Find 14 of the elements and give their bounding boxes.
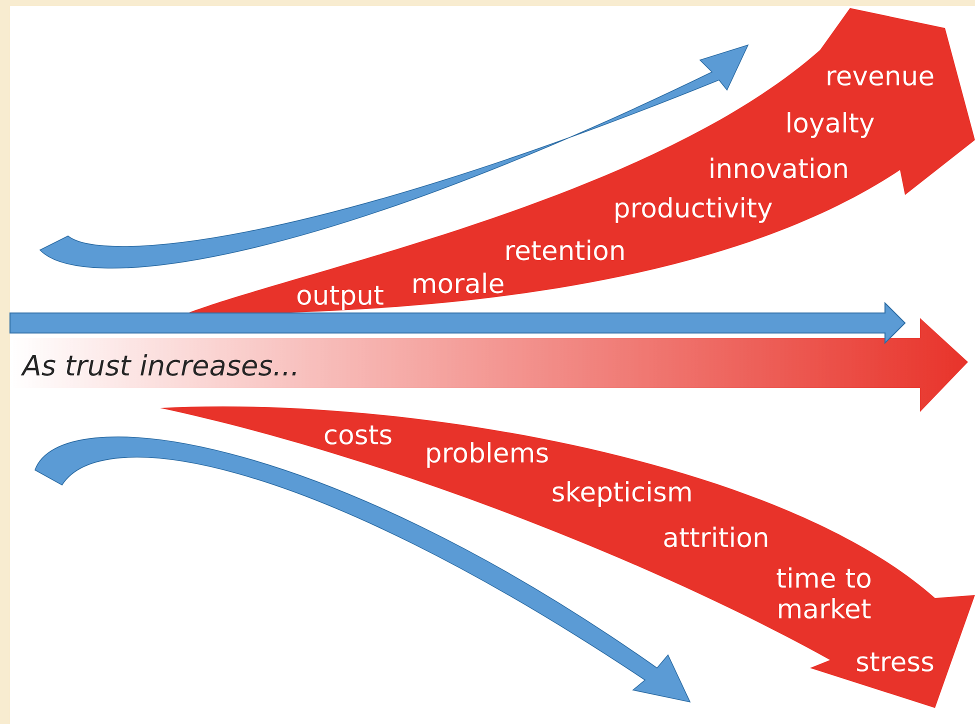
caption-text: As trust increases...: [20, 354, 296, 376]
arrow-label: stress: [856, 652, 934, 672]
arrow-label: problems: [427, 442, 548, 468]
arrow-label: revenue: [828, 70, 934, 86]
arrow-label: skepticism: [552, 481, 691, 507]
arrow-label: innovation: [710, 158, 847, 178]
arrow-label: attrition: [664, 526, 768, 548]
arrow-label: loyalty: [788, 112, 874, 138]
arrow-label: productivity: [616, 197, 772, 223]
arrow-label: morale: [414, 272, 504, 294]
arrow-label: output: [298, 286, 384, 310]
arrow-label: retention: [506, 240, 624, 260]
arrow-label: time to market: [776, 567, 871, 619]
arrow-label: costs: [324, 425, 392, 445]
